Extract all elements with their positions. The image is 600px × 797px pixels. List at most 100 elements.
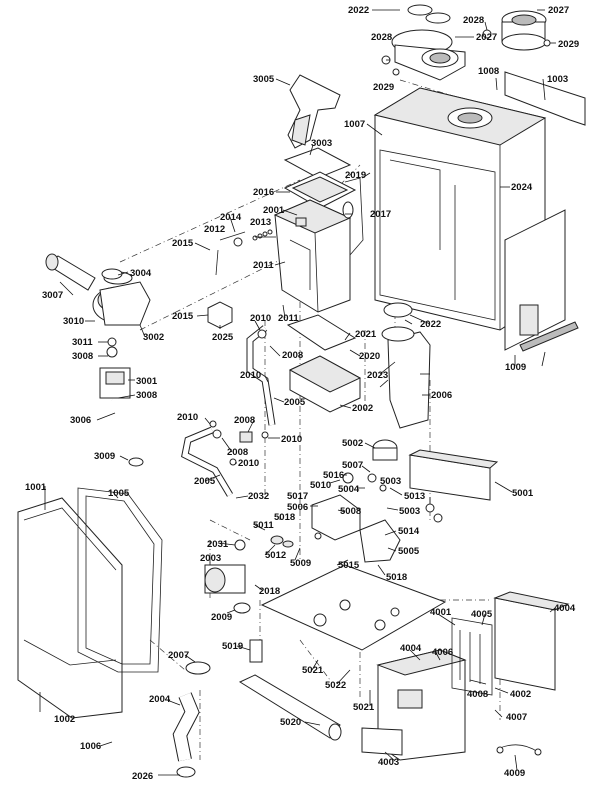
boiler-chassis — [373, 87, 547, 331]
label-2025: 2025 — [212, 332, 234, 343]
label-2013: 2013 — [250, 217, 271, 228]
label-5003: 5003 — [399, 506, 420, 517]
heat-exchanger-2001 — [273, 199, 352, 313]
label-4006: 4006 — [432, 647, 453, 658]
label-5018: 5018 — [274, 512, 295, 523]
label-2002: 2002 — [352, 403, 373, 414]
label-2032: 2032 — [248, 491, 269, 502]
label-2010: 2010 — [240, 370, 261, 381]
label-5008: 5008 — [340, 506, 361, 517]
leader-lines — [39, 9, 556, 776]
label-5019: 5019 — [222, 641, 243, 652]
clip-2008 — [209, 329, 269, 466]
label-2018: 2018 — [259, 586, 280, 597]
label-5016: 5016 — [323, 470, 344, 481]
fan-3002 — [92, 271, 151, 326]
pcb-4001 — [451, 617, 493, 696]
drain-pipe-5020 — [238, 674, 342, 741]
label-4007: 4007 — [506, 712, 527, 723]
label-2010: 2010 — [250, 313, 271, 324]
label-2007: 2007 — [168, 650, 189, 661]
label-2024: 2024 — [511, 182, 533, 193]
label-2008: 2008 — [234, 415, 255, 426]
label-4009: 4009 — [504, 768, 525, 779]
label-2009: 2009 — [211, 612, 232, 623]
gasket-3003 — [283, 147, 352, 179]
label-5004: 5004 — [338, 484, 360, 495]
label-2010: 2010 — [238, 458, 259, 469]
front-casing-1001 — [17, 497, 123, 719]
label-3009: 3009 — [94, 451, 115, 462]
gas-valve-3001 — [99, 337, 131, 399]
label-2022: 2022 — [420, 319, 441, 330]
label-4008: 4008 — [467, 689, 488, 700]
label-2027: 2027 — [548, 5, 569, 16]
label-2026: 2026 — [132, 771, 153, 782]
label-3008: 3008 — [72, 351, 93, 362]
label-1003: 1003 — [547, 74, 568, 85]
sump-2002 — [288, 355, 362, 413]
pipe-2005a — [246, 325, 276, 426]
label-3006: 3006 — [70, 415, 91, 426]
label-2028: 2028 — [371, 32, 392, 43]
label-5012: 5012 — [265, 550, 286, 561]
label-2017: 2017 — [370, 209, 391, 220]
label-2015: 2015 — [172, 311, 194, 322]
pipe-2005b — [181, 426, 234, 497]
label-1005: 1005 — [108, 488, 130, 499]
cover-4004 — [493, 591, 570, 691]
pump-5002 — [372, 439, 398, 461]
label-5003: 5003 — [380, 476, 401, 487]
label-1009: 1009 — [505, 362, 526, 373]
label-2014: 2014 — [220, 212, 242, 223]
label-4002: 4002 — [510, 689, 531, 700]
label-2010: 2010 — [177, 412, 198, 423]
fan-hood-3005 — [287, 74, 341, 149]
label-2027: 2027 — [476, 32, 497, 43]
label-2031: 2031 — [207, 539, 229, 550]
label-2022: 2022 — [348, 5, 369, 16]
label-2008: 2008 — [282, 350, 303, 361]
label-2012: 2012 — [204, 224, 225, 235]
label-5018: 5018 — [386, 572, 407, 583]
label-5015: 5015 — [338, 560, 360, 571]
label-4004: 4004 — [554, 603, 576, 614]
label-3001: 3001 — [136, 376, 158, 387]
part-labels: 2022 2028 2027 2028 2027 2029 1008 1003 … — [25, 5, 579, 782]
label-5021: 5021 — [302, 665, 324, 676]
label-4004: 4004 — [400, 643, 422, 654]
harness-4009 — [496, 744, 542, 756]
venturi-3007 — [45, 253, 96, 291]
label-5017: 5017 — [287, 491, 308, 502]
label-2003: 2003 — [200, 553, 221, 564]
electrode-2012 — [215, 229, 273, 276]
display-4003 — [361, 727, 403, 756]
label-2029: 2029 — [373, 82, 394, 93]
label-4005: 4005 — [471, 609, 493, 620]
label-1007: 1007 — [344, 119, 365, 130]
label-3005: 3005 — [253, 74, 275, 85]
label-3008: 3008 — [136, 390, 157, 401]
label-5014: 5014 — [398, 526, 420, 537]
label-5011: 5011 — [253, 520, 274, 531]
gasket-2021 — [286, 314, 357, 351]
base-plate — [260, 564, 447, 651]
label-2004: 2004 — [149, 694, 171, 705]
label-5005: 5005 — [398, 546, 420, 557]
label-2011: 2011 — [253, 260, 274, 271]
label-3010: 3010 — [63, 316, 84, 327]
label-5010: 5010 — [310, 480, 331, 491]
label-5022: 5022 — [325, 680, 346, 691]
siphon-2004 — [172, 661, 211, 778]
hydraulic-block — [270, 472, 443, 563]
label-5009: 5009 — [290, 558, 311, 569]
label-3004: 3004 — [130, 268, 152, 279]
label-2005: 2005 — [194, 476, 216, 487]
frame-1005 — [77, 487, 163, 673]
label-1008: 1008 — [478, 66, 499, 77]
label-2010: 2010 — [281, 434, 302, 445]
label-2021: 2021 — [355, 329, 377, 340]
expansion-vessel-5001 — [408, 449, 499, 501]
label-2011: 2011 — [278, 313, 299, 324]
